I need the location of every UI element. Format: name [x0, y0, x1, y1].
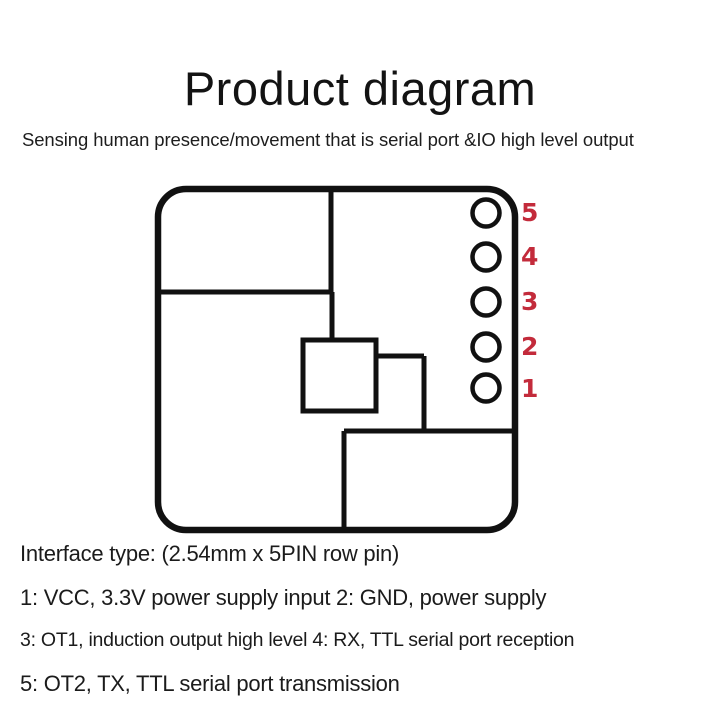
pin-hole-3: [470, 286, 502, 318]
pin-label-4: 4: [521, 242, 539, 271]
board-outline: [154, 185, 519, 534]
pin-hole-2: [470, 331, 502, 363]
pin-label-3: 3: [521, 287, 539, 316]
pin-label-5: 5: [521, 198, 539, 227]
pin-3-4-line: 3: OT1, induction output high level 4: R…: [20, 629, 575, 651]
pin-label-1: 1: [521, 374, 539, 403]
page-subtitle: Sensing human presence/movement that is …: [22, 129, 634, 150]
page-title: Product diagram: [183, 62, 537, 115]
pin-hole-4: [470, 241, 502, 273]
interface-info-block: Interface type: (2.54mm x 5PIN row pin) …: [20, 543, 710, 695]
pin-hole-1: [470, 372, 502, 404]
pin-5-line: 5: OT2, TX, TTL serial port transmission: [20, 670, 400, 696]
component-radar-chip: [300, 337, 379, 414]
interface-type-line: Interface type: (2.54mm x 5PIN row pin): [20, 541, 400, 566]
pin-label-2: 2: [521, 332, 539, 361]
pin-1-2-line: 1: VCC, 3.3V power supply input 2: GND, …: [20, 585, 547, 610]
pin-hole-5: [470, 197, 502, 229]
